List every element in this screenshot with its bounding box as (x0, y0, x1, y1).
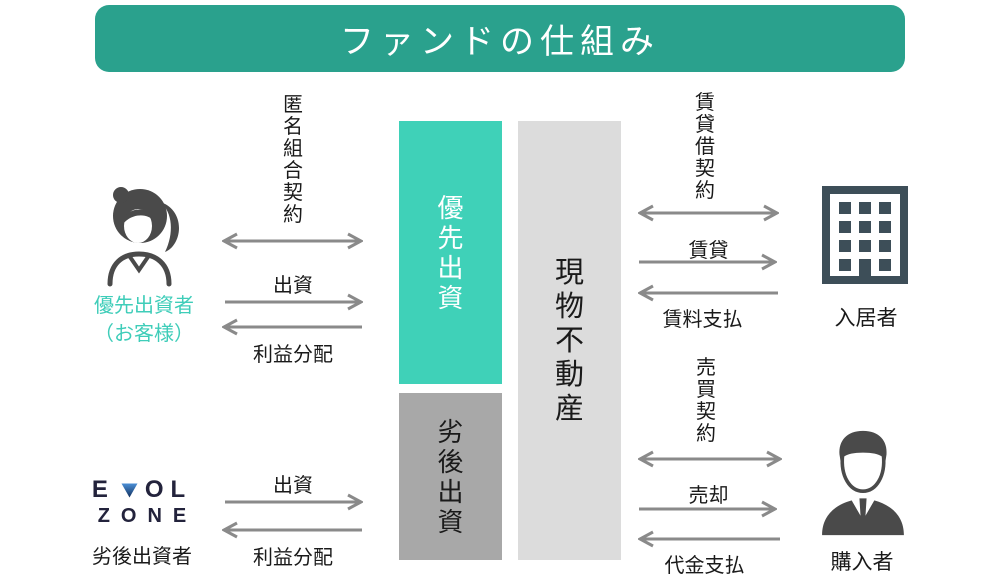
priority-equity-label: 優先出資 (437, 192, 464, 313)
subordinated-invest-arrow (224, 493, 365, 511)
subordinated-profit-label: 利益分配 (253, 547, 333, 569)
priority-invest-arrow (224, 293, 365, 311)
subordinated-equity-label: 劣後出資 (437, 416, 464, 537)
physical-property-box: 現物不動産 (518, 121, 621, 560)
page-title: ファンドの仕組み (95, 5, 905, 72)
subordinated-investor-label: 劣後出資者 (92, 546, 192, 568)
logo-letters-ol: OL (144, 476, 193, 503)
anonymous-partnership-contract-arrow (220, 232, 365, 250)
payment-arrow (636, 530, 781, 548)
buyer-label: 購入者 (830, 551, 894, 574)
priority-profit-label: 利益分配 (253, 344, 333, 366)
sale-contract-arrow (636, 450, 784, 468)
resident-label: 入居者 (834, 307, 898, 330)
subordinated-invest-label: 出資 (273, 475, 313, 497)
evol-v-triangle-icon (121, 483, 138, 497)
physical-property-label: 現物不動産 (554, 256, 584, 425)
evol-zone-logo-line2: ZONE (97, 505, 198, 527)
sell-arrow (638, 500, 779, 518)
woman-avatar-icon (107, 187, 179, 287)
subordinated-profit-arrow (220, 521, 363, 539)
anonymous-partnership-contract-label: 匿名組合契約 (283, 94, 303, 226)
priority-profit-arrow (220, 318, 363, 336)
building-icon (822, 186, 908, 284)
payment-label: 代金支払 (664, 555, 745, 576)
rent-payment-arrow (636, 284, 779, 302)
lease-contract-arrow (636, 204, 781, 222)
subordinated-equity-box: 劣後出資 (399, 393, 502, 560)
sale-contract-label: 売買契約 (696, 357, 716, 445)
businessman-avatar-icon (822, 430, 904, 536)
priority-invest-label: 出資 (273, 275, 313, 297)
sell-label: 売却 (688, 485, 729, 507)
priority-equity-box: 優先出資 (399, 121, 502, 384)
lease-contract-label: 賃貸借契約 (695, 92, 715, 202)
evol-zone-logo: E OL ZONE (80, 476, 204, 528)
lease-arrow (638, 253, 779, 271)
logo-letter-e: E (91, 476, 114, 503)
priority-investor-label: 優先出資者 （お客様） (68, 292, 220, 348)
priority-investor-label-line1: 優先出資者 (94, 295, 194, 317)
priority-investor-label-line2: （お客様） (94, 323, 194, 345)
lease-label: 賃貸 (688, 240, 729, 262)
rent-payment-label: 賃料支払 (662, 309, 743, 331)
evol-zone-logo-line1: E OL (80, 476, 204, 504)
